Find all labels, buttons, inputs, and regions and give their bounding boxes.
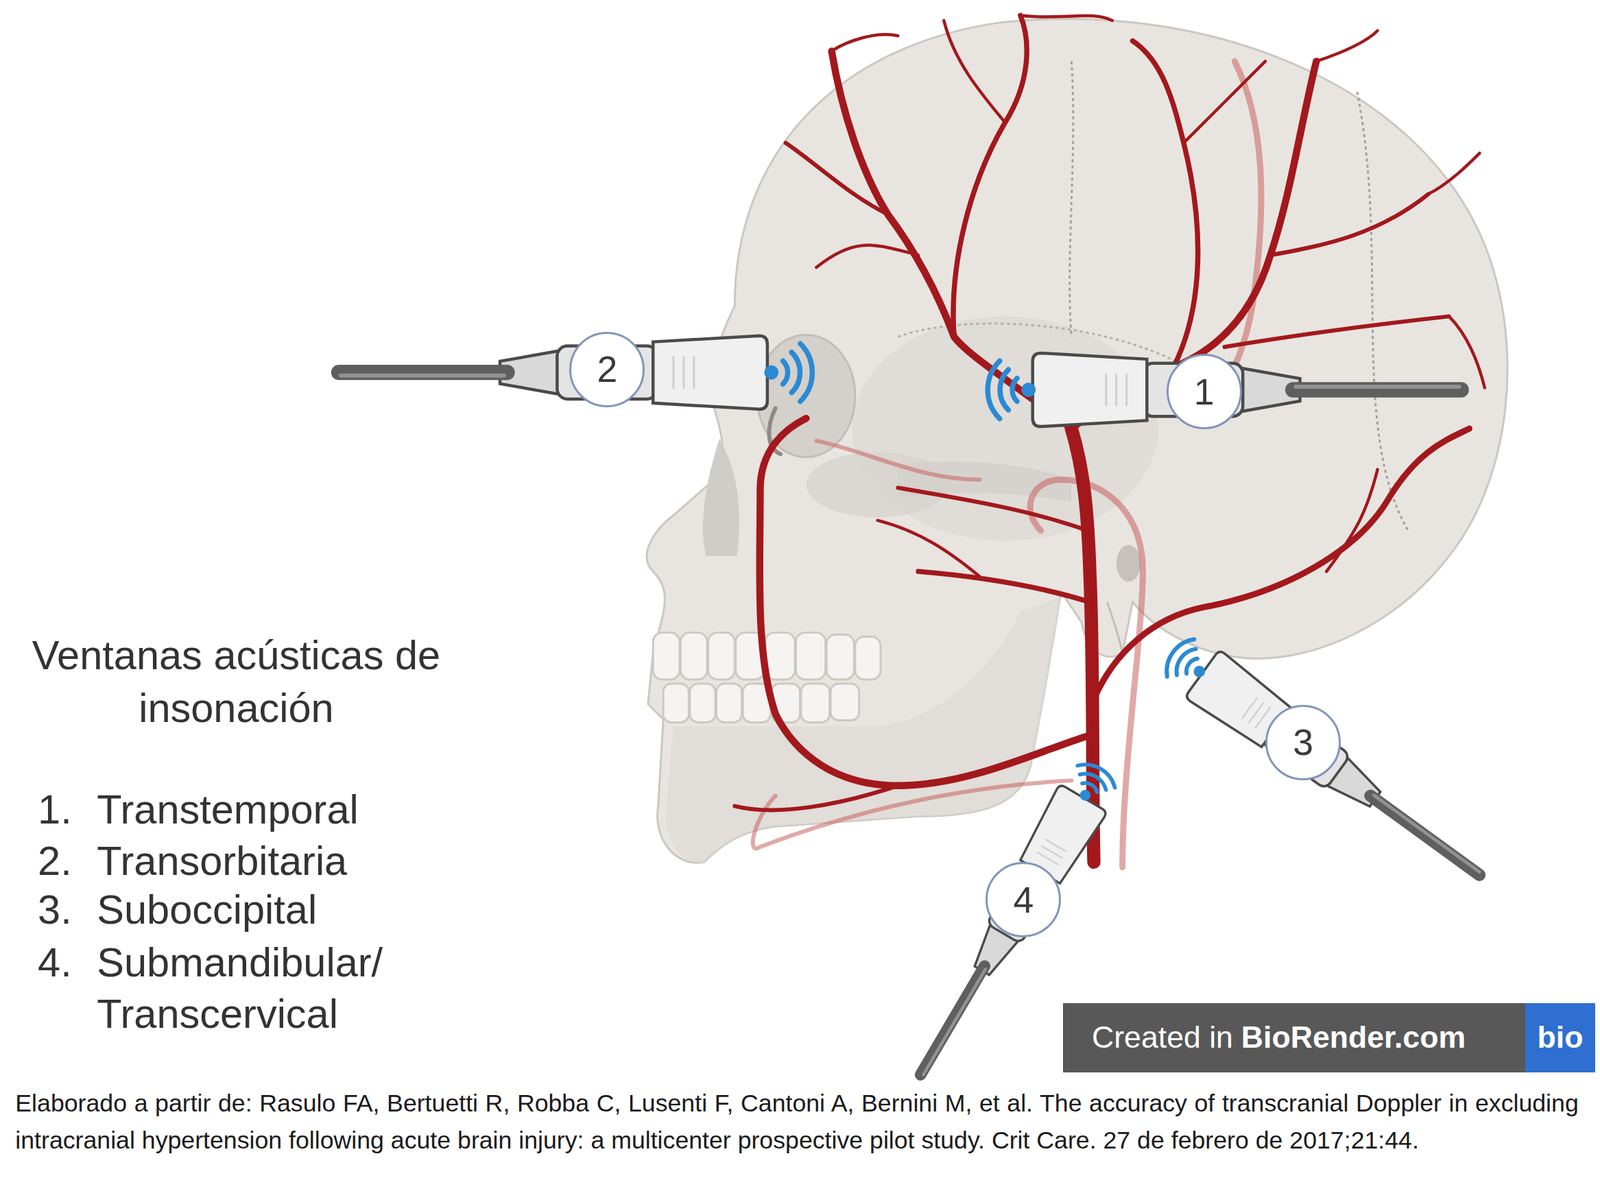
list-item: Transtemporal [96,784,526,836]
callout-number: 2 [596,351,618,389]
arteries [1326,469,1378,572]
teeth [652,633,680,680]
callout-circle: 4 [985,862,1061,938]
arteries [1270,194,1429,256]
arteries [816,245,919,268]
teeth [680,633,708,680]
faded-vessels [1224,61,1262,388]
callout-circle: 1 [1166,353,1243,430]
arteries [1091,428,1470,705]
arteries [897,487,1088,531]
arteries [1449,316,1485,388]
arteries [953,15,1027,337]
skull-outline [646,19,1508,864]
arteries [918,571,1090,603]
list-item: Transorbitaria [96,836,526,887]
arteries [734,15,1485,863]
teeth [689,683,716,723]
faded-vessels [753,780,1072,849]
arteries [831,34,899,51]
watermark-text: BioRender.com [1241,1022,1466,1054]
teeth [826,635,854,680]
logo-text: bio [1536,1022,1583,1054]
arteries [1316,30,1378,62]
list-number: 1. [37,784,95,836]
faded-vessels [816,440,980,481]
callout-number: 3 [1292,724,1314,762]
callout-number: 4 [1012,881,1034,919]
citation: Elaborado a partir de: Rasulo FA, Bertue… [15,1085,1579,1160]
suboccipital-probe [1155,628,1497,900]
callout-circle: 3 [1265,705,1341,781]
teeth [830,683,860,721]
logo-box: bio [1525,1003,1595,1073]
arteries [785,142,889,214]
watermark-text: Created in [1091,1022,1234,1054]
skull [646,19,1508,864]
teeth [708,633,736,680]
list-item: Submandibular/ Transcervical [96,937,444,1040]
arteries [734,785,898,811]
list-number: 4. [37,937,95,989]
arteries [1132,41,1199,368]
teeth [855,637,881,680]
callout-circle: 2 [569,331,645,408]
list-item: Suboccipital [96,884,526,936]
arteries [1428,152,1480,195]
teeth [801,683,830,723]
arteries [943,20,1005,123]
arteries [877,520,981,577]
callout-number: 1 [1193,373,1215,411]
teeth [715,683,742,723]
ear-canal [1116,545,1142,583]
teeth [765,633,795,680]
arteries [759,418,1092,786]
teeth [796,633,826,680]
arteries [1224,316,1449,348]
faded-vessels [753,61,1262,867]
heading: Ventanas acústicas de insonación [4,628,469,736]
list-number: 3. [37,884,95,936]
watermark-badge: Created inBioRender.com bio [1063,1003,1595,1073]
mastoid [1106,602,1122,653]
teeth [663,683,689,723]
arteries [1020,15,1113,20]
list-number: 2. [37,836,95,887]
arteries [1183,61,1266,143]
probes [338,336,1497,1090]
nasal-aperture [702,438,740,557]
suture [1357,91,1408,531]
suture [1069,61,1074,337]
mandible-shade [665,597,1061,863]
